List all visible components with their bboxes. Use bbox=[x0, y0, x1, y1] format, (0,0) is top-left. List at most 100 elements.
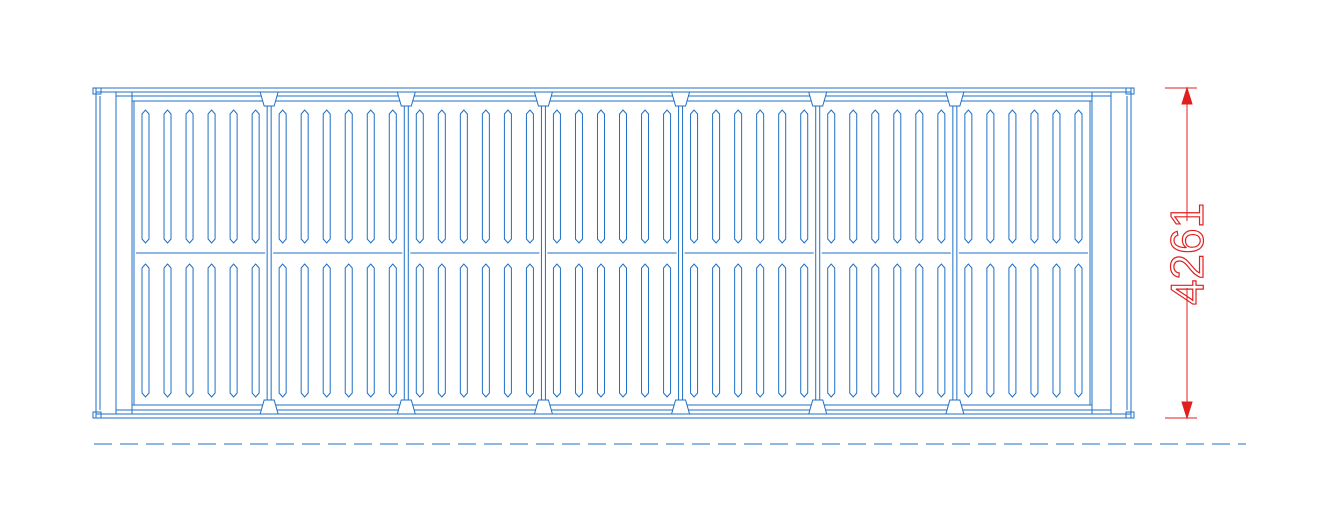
lower-vent-slot bbox=[525, 263, 534, 398]
upper-vent-slot bbox=[596, 109, 605, 244]
upper-vent-slot bbox=[278, 109, 287, 244]
corrugated-panel bbox=[544, 100, 680, 406]
upper-vent-slot bbox=[915, 109, 924, 244]
lower-vent-slot bbox=[734, 263, 743, 398]
lower-vent-slot bbox=[756, 263, 765, 398]
panel-border bbox=[133, 100, 268, 406]
left-end-post-inner bbox=[115, 91, 133, 415]
lower-vent-slot bbox=[481, 263, 490, 398]
bottom-joint-connector bbox=[945, 399, 965, 415]
upper-vent-slot bbox=[437, 109, 446, 244]
panel-group bbox=[133, 91, 1091, 415]
top-joint-connector bbox=[396, 91, 416, 107]
upper-vent-slot bbox=[1074, 109, 1083, 244]
lower-vent-slot bbox=[322, 263, 331, 398]
dimension-arrow-top bbox=[1181, 86, 1193, 105]
upper-vent-slot bbox=[893, 109, 902, 244]
lower-vent-slot bbox=[1052, 263, 1061, 398]
lower-vent-slot bbox=[849, 263, 858, 398]
top-joint-connector bbox=[945, 91, 965, 107]
lower-vent-slot bbox=[871, 263, 880, 398]
bottom-joint-connector bbox=[259, 399, 279, 415]
upper-vent-slot bbox=[849, 109, 858, 244]
dimension-arrow-bottom bbox=[1181, 401, 1193, 420]
panel-border bbox=[270, 100, 405, 406]
lower-vent-slot bbox=[552, 263, 561, 398]
lower-vent-slot bbox=[1030, 263, 1039, 398]
lower-vent-slot bbox=[344, 263, 353, 398]
upper-vent-slot bbox=[1008, 109, 1017, 244]
corrugated-panel bbox=[682, 100, 817, 406]
container-outline bbox=[92, 87, 1135, 419]
lower-vent-slot bbox=[300, 263, 309, 398]
lower-vent-slot bbox=[229, 263, 238, 398]
top-joint-connector bbox=[259, 91, 279, 107]
upper-vent-slot bbox=[141, 109, 150, 244]
bottom-joint-connector bbox=[808, 399, 828, 415]
height-dimension: 4261 bbox=[1160, 86, 1214, 420]
lower-vent-slot bbox=[663, 263, 672, 398]
lower-vent-slot bbox=[141, 263, 150, 398]
upper-vent-slot bbox=[459, 109, 468, 244]
lower-vent-slot bbox=[251, 263, 260, 398]
lower-vent-slot bbox=[1008, 263, 1017, 398]
upper-vent-slot bbox=[619, 109, 628, 244]
upper-vent-slot bbox=[185, 109, 194, 244]
upper-vent-slot bbox=[300, 109, 309, 244]
upper-vent-slot bbox=[552, 109, 561, 244]
upper-vent-slot bbox=[415, 109, 424, 244]
corrugated-panel bbox=[819, 100, 954, 406]
corrugated-panel bbox=[270, 100, 405, 406]
corrugated-panel bbox=[956, 100, 1091, 406]
upper-vent-slot bbox=[1030, 109, 1039, 244]
lower-vent-slot bbox=[893, 263, 902, 398]
panel-border bbox=[682, 100, 817, 406]
lower-vent-slot bbox=[278, 263, 287, 398]
upper-vent-slot bbox=[712, 109, 721, 244]
lower-vent-slot bbox=[915, 263, 924, 398]
lower-vent-slot bbox=[415, 263, 424, 398]
top-joint-connector bbox=[670, 91, 691, 107]
lower-vent-slot bbox=[986, 263, 995, 398]
corner-notch bbox=[1125, 411, 1135, 419]
upper-vent-slot bbox=[778, 109, 787, 244]
panel-border bbox=[819, 100, 954, 406]
upper-vent-slot bbox=[734, 109, 743, 244]
upper-vent-slot bbox=[641, 109, 650, 244]
lower-vent-slot bbox=[366, 263, 375, 398]
upper-vent-slot bbox=[871, 109, 880, 244]
lower-vent-slot bbox=[712, 263, 721, 398]
upper-vent-slot bbox=[207, 109, 216, 244]
upper-vent-slot bbox=[800, 109, 809, 244]
top-joint-connector bbox=[533, 91, 554, 107]
upper-vent-slot bbox=[756, 109, 765, 244]
bottom-joint-connector bbox=[533, 399, 554, 415]
upper-vent-slot bbox=[574, 109, 583, 244]
bottom-joint-connector bbox=[396, 399, 416, 415]
corner-notch bbox=[92, 411, 102, 419]
upper-vent-slot bbox=[525, 109, 534, 244]
upper-vent-slot bbox=[366, 109, 375, 244]
upper-vent-slot bbox=[986, 109, 995, 244]
upper-vent-slot bbox=[827, 109, 836, 244]
lower-vent-slot bbox=[185, 263, 194, 398]
upper-vent-slot bbox=[690, 109, 699, 244]
upper-vent-slot bbox=[229, 109, 238, 244]
corner-notch bbox=[92, 87, 102, 95]
lower-vent-slot bbox=[778, 263, 787, 398]
dimension-label: 4261 bbox=[1161, 203, 1213, 305]
lower-vent-slot bbox=[574, 263, 583, 398]
upper-vent-slot bbox=[388, 109, 397, 244]
lower-vent-slot bbox=[937, 263, 946, 398]
panel-border bbox=[407, 100, 542, 406]
upper-vent-slot bbox=[503, 109, 512, 244]
lower-vent-slot bbox=[827, 263, 836, 398]
lower-vent-slot bbox=[388, 263, 397, 398]
lower-vent-slot bbox=[163, 263, 172, 398]
lower-vent-slot bbox=[800, 263, 809, 398]
lower-vent-slot bbox=[690, 263, 699, 398]
bottom-joint-connector bbox=[670, 399, 691, 415]
upper-vent-slot bbox=[1052, 109, 1061, 244]
